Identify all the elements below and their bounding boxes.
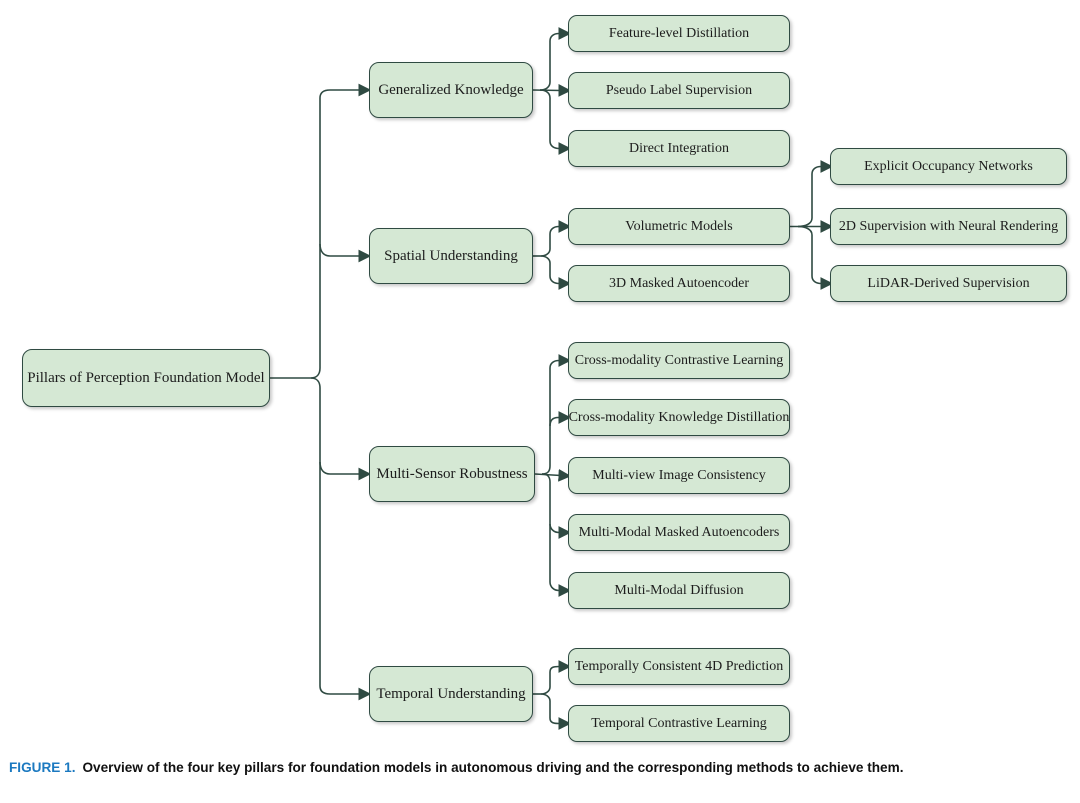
node-volumetric-models: Volumetric Models [568, 208, 790, 245]
node-temporal-understanding: Temporal Understanding [369, 666, 533, 722]
node-lidar-derived-supervision: LiDAR-Derived Supervision [830, 265, 1067, 302]
connector-msr-to-mm-diffusion [549, 524, 572, 597]
node-multi-sensor-robustness: Multi-Sensor Robustness [369, 446, 535, 502]
connector-layer [270, 27, 834, 730]
connector-msr-to-cross-contrastive [541, 354, 572, 475]
connector-msr-to-mm-masked-autoencoders [541, 473, 572, 539]
connector-root-to-multi-sensor-robustness [319, 461, 372, 481]
connector-vm-to-lidar-derived [797, 225, 834, 290]
node-multi-modal-diffusion: Multi-Modal Diffusion [568, 572, 790, 609]
node-generalized-knowledge: Generalized Knowledge [369, 62, 533, 118]
node-direct-integration: Direct Integration [568, 130, 790, 167]
node-feature-level-distillation: Feature-level Distillation [568, 15, 790, 52]
figure-caption-text: Overview of the four key pillars for fou… [82, 760, 904, 775]
connector-tu-to-4d-prediction [540, 660, 572, 695]
connector-su-to-volumetric-models [540, 220, 572, 257]
connector-root-to-generalized-knowledge [310, 83, 372, 379]
node-temporal-contrastive-learning: Temporal Contrastive Learning [568, 705, 790, 742]
connector-su-to-3d-masked-autoencoder [540, 255, 572, 290]
node-spatial-understanding: Spatial Understanding [369, 228, 533, 284]
connector-gk-to-pseudo-label [532, 84, 572, 97]
node-3d-masked-autoencoder: 3D Masked Autoencoder [568, 265, 790, 302]
node-multi-modal-masked-autoencoders: Multi-Modal Masked Autoencoders [568, 514, 790, 551]
connector-root-to-temporal-understanding [310, 377, 372, 701]
connector-gk-to-direct-integration [539, 89, 572, 155]
node-cross-modality-knowledge-distillation: Cross-modality Knowledge Distillation [568, 399, 790, 436]
connector-msr-to-multi-view [534, 468, 572, 482]
connector-tu-to-temporal-contrastive [540, 693, 572, 730]
figure-caption: FIGURE 1. Overview of the four key pillar… [9, 760, 1073, 775]
connector-root-to-spatial-understanding [319, 243, 372, 263]
node-cross-modality-contrastive-learning: Cross-modality Contrastive Learning [568, 342, 790, 379]
node-explicit-occupancy-networks: Explicit Occupancy Networks [830, 148, 1067, 185]
connector-vm-to-explicit-occupancy [797, 160, 834, 228]
node-2d-supervision-neural-rendering: 2D Supervision with Neural Rendering [830, 208, 1067, 245]
node-temporally-consistent-4d-prediction: Temporally Consistent 4D Prediction [568, 648, 790, 685]
figure-caption-label: FIGURE 1. [9, 760, 76, 775]
connector-gk-to-feature-level [539, 27, 572, 91]
node-pseudo-label-supervision: Pseudo Label Supervision [568, 72, 790, 109]
node-multi-view-image-consistency: Multi-view Image Consistency [568, 457, 790, 494]
node-root: Pillars of Perception Foundation Model [22, 349, 270, 407]
connector-msr-to-cross-distillation [549, 411, 572, 427]
